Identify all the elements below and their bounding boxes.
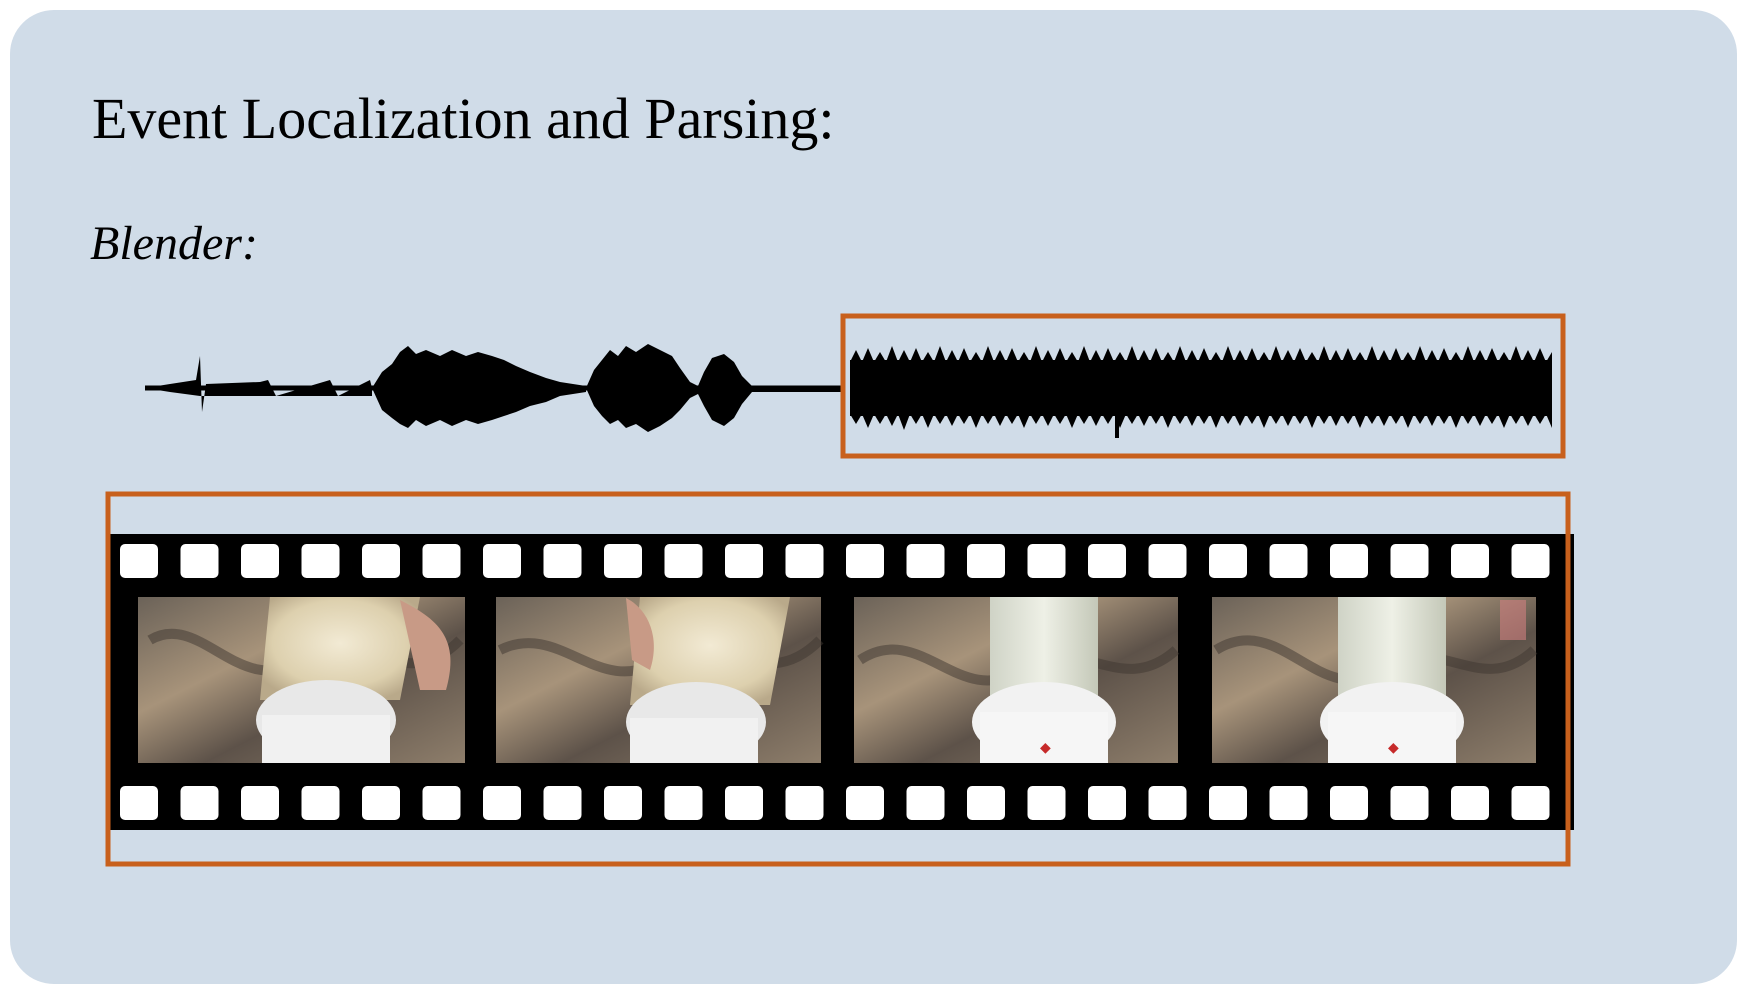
- sprocket-hole: [422, 786, 461, 820]
- sprocket-hole: [180, 786, 219, 820]
- figure-title: Event Localization and Parsing:: [92, 86, 835, 151]
- video-frame-1: [138, 597, 465, 763]
- sprocket-hole: [1390, 544, 1429, 578]
- sprocket-hole: [664, 786, 703, 820]
- sprocket-hole: [543, 544, 582, 578]
- sprocket-hole: [422, 544, 461, 578]
- sprocket-hole: [785, 786, 824, 820]
- sprocket-hole: [362, 786, 400, 820]
- sprocket-hole: [120, 544, 158, 578]
- sprocket-hole: [1209, 544, 1247, 578]
- sprocket-hole: [1088, 544, 1126, 578]
- video-highlight-box: [105, 491, 1571, 867]
- sprocket-hole: [301, 786, 340, 820]
- sprocket-hole: [1390, 786, 1429, 820]
- sprocket-hole: [1027, 786, 1066, 820]
- waveform-speech-burst-1: [372, 346, 586, 428]
- sprocket-hole: [1148, 786, 1187, 820]
- waveform-speech-burst-2: [586, 344, 842, 432]
- film-sprockets-top: [120, 544, 1550, 578]
- sprocket-hole: [785, 544, 824, 578]
- sprocket-hole: [241, 544, 279, 578]
- sprocket-hole: [1451, 544, 1489, 578]
- sprocket-hole: [1088, 786, 1126, 820]
- sprocket-hole: [604, 786, 642, 820]
- video-frame-4: ◆: [1212, 597, 1538, 763]
- sprocket-hole: [120, 786, 158, 820]
- sprocket-hole: [967, 786, 1005, 820]
- sprocket-hole: [362, 544, 400, 578]
- sprocket-hole: [604, 544, 642, 578]
- sprocket-hole: [1330, 544, 1368, 578]
- sprocket-hole: [543, 786, 582, 820]
- waveform-blender-noise: [850, 346, 1552, 438]
- sprocket-hole: [906, 544, 945, 578]
- sprocket-hole: [1269, 786, 1308, 820]
- sprocket-hole: [846, 786, 884, 820]
- sprocket-hole: [967, 544, 1005, 578]
- audio-waveform: [145, 344, 1552, 438]
- sprocket-hole: [483, 786, 521, 820]
- sprocket-hole: [1451, 786, 1489, 820]
- sprocket-hole: [1511, 544, 1550, 578]
- audio-highlight-box: [840, 313, 1566, 459]
- svg-text:◆: ◆: [1388, 739, 1399, 755]
- sprocket-hole: [906, 786, 945, 820]
- video-frame-3: ◆: [854, 597, 1180, 763]
- sprocket-hole: [1148, 544, 1187, 578]
- sprocket-hole: [664, 544, 703, 578]
- sprocket-hole: [483, 544, 521, 578]
- film-sprockets-bottom: [120, 786, 1550, 820]
- svg-text:◆: ◆: [1040, 739, 1051, 755]
- sprocket-hole: [180, 544, 219, 578]
- sprocket-hole: [241, 786, 279, 820]
- sprocket-hole: [846, 544, 884, 578]
- sprocket-hole: [1027, 544, 1066, 578]
- waveform-quiet-speech: [145, 356, 372, 412]
- sprocket-hole: [725, 786, 763, 820]
- sprocket-hole: [1330, 786, 1368, 820]
- event-label: Blender:: [90, 217, 258, 270]
- sprocket-hole: [301, 544, 340, 578]
- sprocket-hole: [1269, 544, 1308, 578]
- sprocket-hole: [1209, 786, 1247, 820]
- film-strip: ◆ ◆: [106, 534, 1574, 830]
- sprocket-hole: [1511, 786, 1550, 820]
- sprocket-hole: [725, 544, 763, 578]
- video-frame-2: [496, 597, 824, 763]
